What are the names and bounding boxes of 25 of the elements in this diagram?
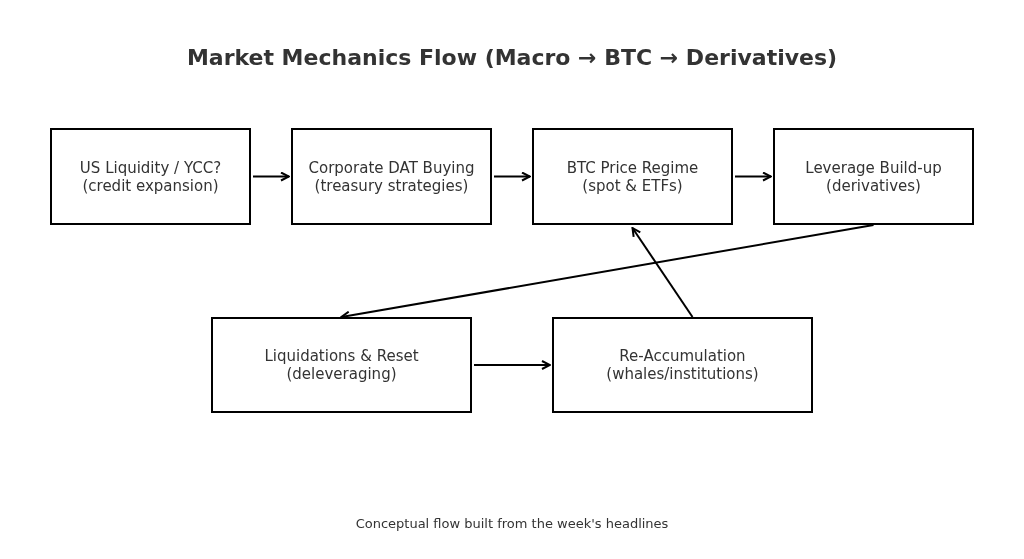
diagram-title: Market Mechanics Flow (Macro → BTC → Derivatives) bbox=[185, 44, 839, 72]
process-box bbox=[552, 317, 813, 413]
process-box bbox=[50, 128, 251, 225]
box-label: (spot & ETFs) bbox=[582, 176, 683, 195]
box-label: Liquidations & Reset bbox=[264, 347, 419, 365]
process-box bbox=[211, 317, 472, 413]
arrow bbox=[631, 227, 694, 318]
arrow bbox=[734, 171, 772, 182]
box-label: BTC Price Regime bbox=[566, 158, 699, 177]
process-box bbox=[532, 128, 733, 225]
process-box bbox=[291, 128, 492, 225]
box-label: (whales/institutions) bbox=[606, 365, 759, 383]
arrow bbox=[493, 171, 531, 182]
box-label: (deleveraging) bbox=[286, 365, 397, 383]
box-label: Re-Accumulation bbox=[619, 347, 746, 365]
box-label: US Liquidity / YCC? bbox=[79, 158, 222, 177]
arrow bbox=[252, 171, 290, 182]
box-label: Leverage Build-up bbox=[805, 158, 942, 177]
caption: Conceptual flow built from the week's headlines bbox=[354, 515, 670, 533]
box-label: (derivatives) bbox=[826, 176, 921, 195]
box-label: (credit expansion) bbox=[82, 176, 219, 195]
box-label: (treasury strategies) bbox=[314, 176, 469, 195]
process-box bbox=[773, 128, 974, 225]
box-label: Corporate DAT Buying bbox=[308, 158, 475, 177]
arrow bbox=[473, 360, 551, 370]
